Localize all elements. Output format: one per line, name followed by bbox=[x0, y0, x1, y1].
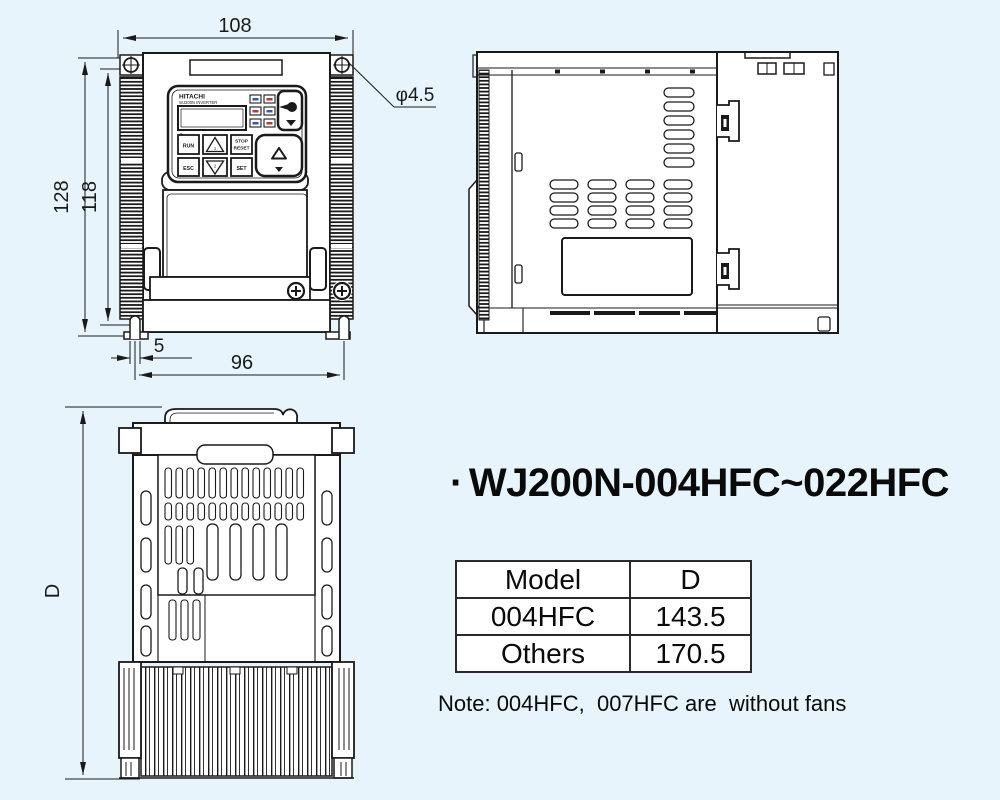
mounting-feet bbox=[123, 315, 351, 340]
vent-slot-grid bbox=[549, 179, 693, 229]
title-bullet: · bbox=[450, 461, 463, 505]
rail-clip-lower bbox=[717, 248, 740, 290]
rail-clip-upper bbox=[717, 100, 740, 142]
rating-label-area bbox=[561, 237, 693, 296]
table-row: Others 170.5 bbox=[455, 634, 752, 673]
enter-big-button bbox=[254, 133, 304, 178]
table-header-row: Model D bbox=[455, 560, 752, 599]
run-button-label: RUN bbox=[183, 144, 194, 150]
vent-slot-column bbox=[663, 87, 695, 168]
dim-width-label: 108 bbox=[218, 15, 251, 37]
run-button bbox=[177, 134, 200, 155]
mounting-screw-top-right bbox=[333, 56, 351, 74]
side-top-band bbox=[477, 67, 717, 76]
dim-height-mounting-label: 118 bbox=[79, 181, 101, 213]
front-view-drawing: 108 128 118 bbox=[51, 15, 436, 380]
hole-dia-label: φ4.5 bbox=[396, 85, 435, 106]
top-hump bbox=[164, 408, 299, 424]
dim-slot-5 bbox=[111, 341, 192, 364]
stop-label: STOP bbox=[235, 139, 249, 145]
mounting-slot-right bbox=[338, 315, 350, 339]
col-header-d: D bbox=[629, 560, 752, 599]
rear-plate-bottom bbox=[817, 316, 831, 332]
down-button-label: 2 bbox=[214, 164, 217, 169]
note-text: Note: 004HFC, 007HFC are without fans bbox=[438, 691, 847, 716]
rear-plate-top bbox=[744, 52, 835, 76]
col-header-model: Model bbox=[455, 560, 631, 599]
model-cell: 004HFC bbox=[455, 597, 631, 636]
d-value-cell: 170.5 bbox=[629, 634, 752, 673]
vent-panel bbox=[157, 454, 316, 596]
keypad-model: WJ200N INVERTER bbox=[179, 100, 217, 105]
esc-button-label: ESC bbox=[183, 166, 194, 172]
table-row: 004HFC 143.5 bbox=[455, 597, 752, 636]
hump-tab bbox=[196, 444, 274, 465]
hole-dia-leader bbox=[346, 60, 436, 108]
top-label-recess bbox=[189, 59, 283, 76]
dim-mounting-width-label: 96 bbox=[231, 352, 253, 374]
up-button-label: 1 bbox=[214, 146, 217, 151]
dim-height-overall-label: 128 bbox=[51, 180, 73, 213]
side-view-drawing bbox=[468, 51, 839, 334]
cover-screw bbox=[286, 281, 306, 301]
bottom-plate bbox=[142, 299, 331, 333]
heatsink-fin-section bbox=[118, 661, 355, 779]
down-arrow-button bbox=[202, 157, 228, 177]
dim-depth-label: D bbox=[45, 584, 64, 598]
lower-panel-slots bbox=[168, 599, 201, 641]
side-body-outline bbox=[468, 51, 839, 334]
stop-reset-button bbox=[230, 134, 253, 155]
side-slot-lower bbox=[514, 264, 523, 284]
model-cell: Others bbox=[455, 634, 631, 673]
dim-slot-offset-label: 5 bbox=[154, 336, 165, 357]
side-column-slots bbox=[140, 490, 333, 657]
terminal-cover bbox=[149, 276, 311, 301]
reset-label: RESET bbox=[234, 146, 250, 152]
side-slot-upper bbox=[514, 152, 523, 172]
keypad: RUN 1 STOP RESET ESC 2 SET bbox=[166, 84, 308, 184]
mounting-slot-left bbox=[129, 315, 141, 339]
dim-width-108 bbox=[117, 30, 354, 58]
bottom-view-drawing: D bbox=[45, 406, 355, 780]
comb-vent-pattern bbox=[177, 523, 288, 595]
up-arrow-button bbox=[202, 134, 228, 155]
led-indicator-grid bbox=[249, 94, 276, 128]
side-clip-right bbox=[309, 247, 327, 291]
keypad-display bbox=[177, 105, 247, 131]
ground-screw bbox=[332, 281, 352, 301]
page-title: ·WJ200N-004HFC~022HFC bbox=[450, 461, 950, 506]
dimension-table: Model D 004HFC 143.5 Others 170.5 bbox=[455, 560, 752, 673]
potentiometer-knob bbox=[276, 89, 304, 132]
esc-button bbox=[177, 157, 200, 177]
set-button bbox=[230, 157, 253, 177]
d-value-cell: 143.5 bbox=[629, 597, 752, 636]
dim-depth-D bbox=[65, 406, 162, 780]
dim-mounting-96 bbox=[134, 341, 345, 380]
front-cover bbox=[142, 189, 331, 333]
side-bottom-band bbox=[477, 304, 838, 333]
mounting-screw-top-left bbox=[122, 56, 140, 74]
side-fin-edge bbox=[478, 69, 490, 321]
set-button-label: SET bbox=[236, 166, 247, 172]
keypad-brand: HITACHI bbox=[179, 94, 205, 101]
vent-panel-slots bbox=[164, 467, 305, 565]
model-range-title: WJ200N-004HFC~022HFC bbox=[468, 461, 950, 505]
heatsink-fins-left bbox=[119, 76, 144, 320]
